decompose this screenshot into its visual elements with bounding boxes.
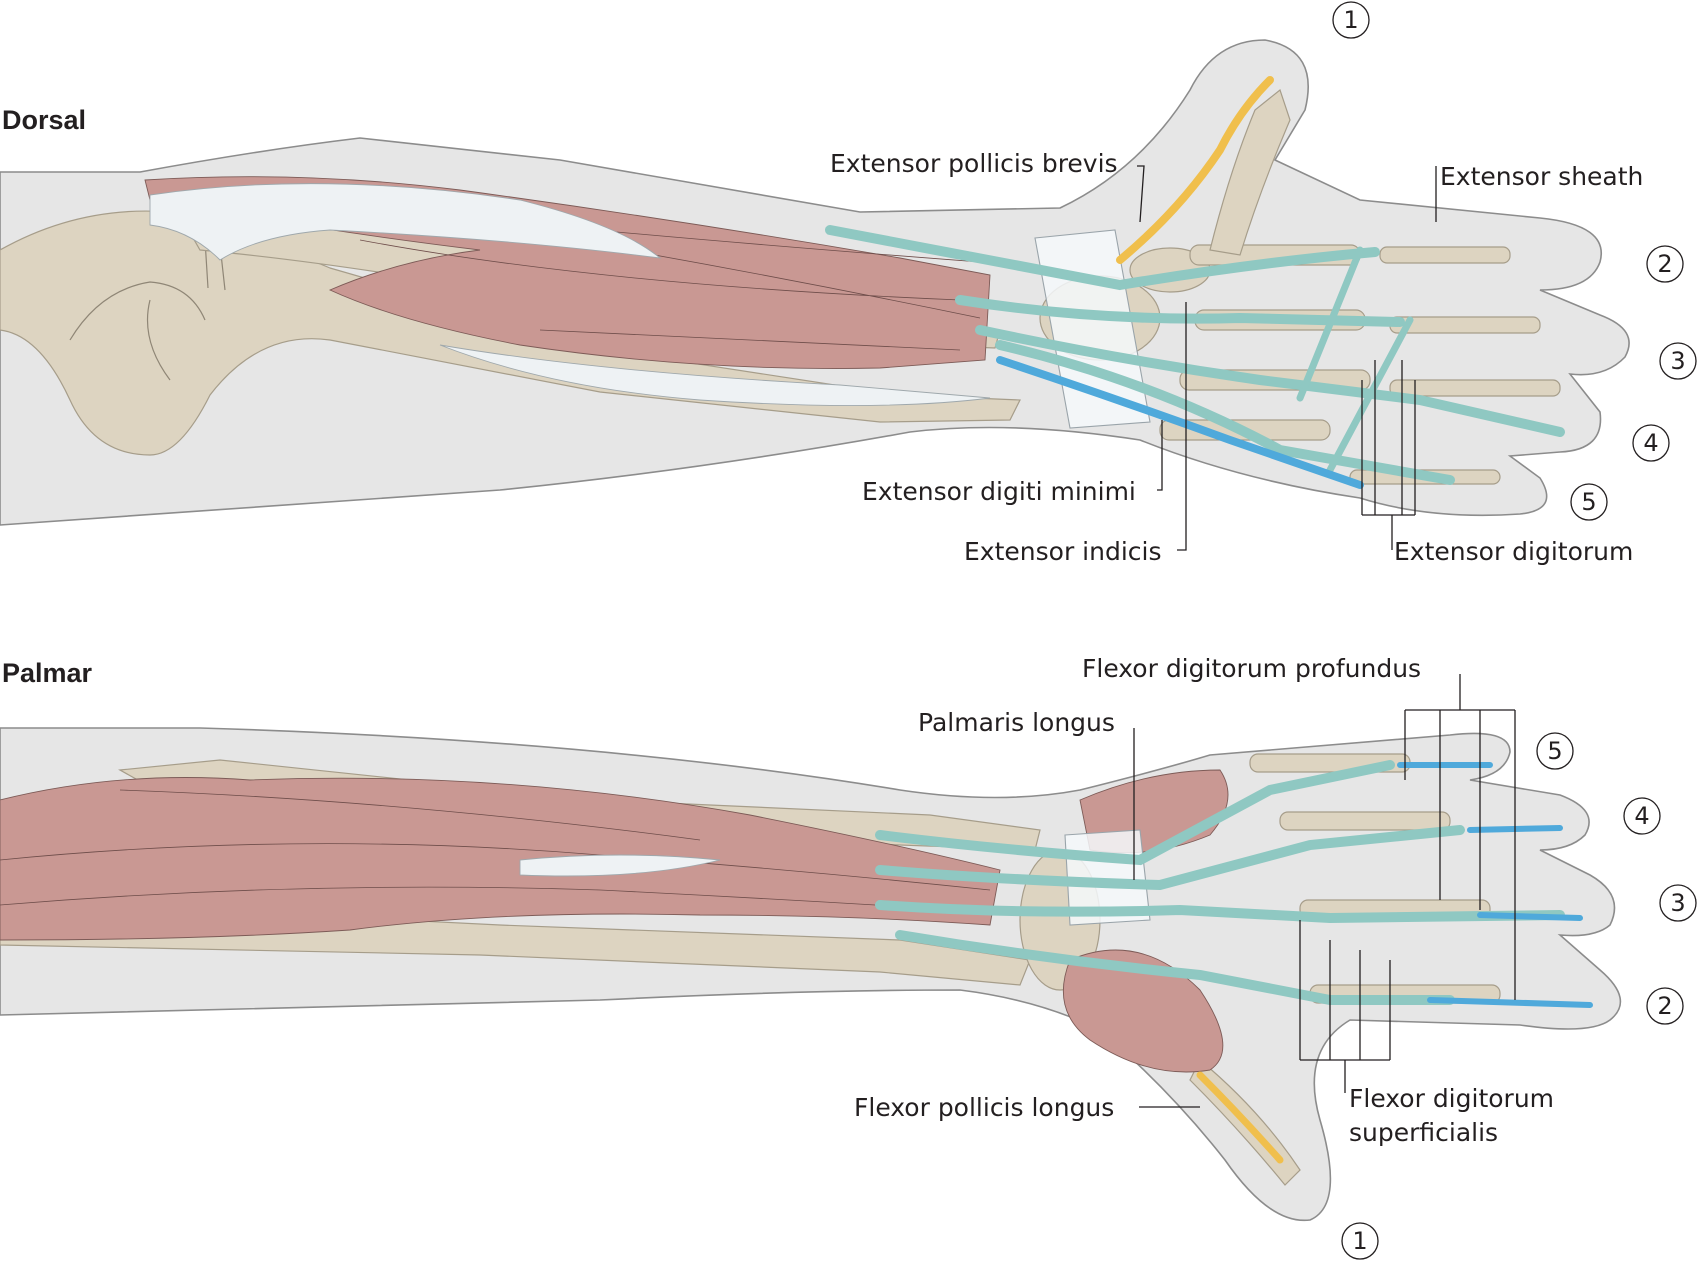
dorsal-digit-3-marker: 3 [1659, 342, 1697, 380]
svg-text:1: 1 [1343, 6, 1358, 34]
svg-text:5: 5 [1547, 737, 1562, 765]
palmar-title: Palmar [2, 658, 93, 688]
palmar-digit-5-marker: 5 [1536, 732, 1574, 770]
dorsal-digit-1-marker: 1 [1332, 1, 1370, 39]
svg-text:1: 1 [1352, 1227, 1367, 1255]
dorsal-digit-2-marker: 2 [1646, 245, 1684, 283]
svg-text:3: 3 [1670, 347, 1685, 375]
palmar-leader-lines [1133, 674, 1516, 1108]
palmar-digit-1-marker: 1 [1341, 1222, 1379, 1260]
palmar-flexor-muscle-mass [0, 777, 1001, 941]
label-extensor-pollicis-brevis: Extensor pollicis brevis [830, 149, 1118, 178]
palmar-panel: Palmar [0, 654, 1697, 1260]
palmar-fascia-band [519, 854, 721, 877]
label-extensor-digitorum: Extensor digitorum [1394, 537, 1633, 566]
label-extensor-indicis: Extensor indicis [964, 537, 1162, 566]
svg-text:5: 5 [1581, 488, 1596, 516]
label-flexor-digitorum-superficialis-line1: Flexor digitorum [1349, 1084, 1554, 1113]
palmar-tendons [875, 760, 1593, 1164]
palmar-digit-2-marker: 2 [1646, 987, 1684, 1025]
svg-text:2: 2 [1657, 992, 1672, 1020]
palmar-thenar-muscles [1062, 949, 1224, 1073]
palmar-muscle-fiber-lines [0, 789, 991, 913]
dorsal-elbow-contour [69, 239, 226, 381]
svg-text:3: 3 [1670, 889, 1685, 917]
svg-text:4: 4 [1634, 802, 1649, 830]
label-extensor-digiti-minimi: Extensor digiti minimi [862, 477, 1136, 506]
dorsal-fascia-lower [439, 344, 991, 406]
dorsal-title: Dorsal [2, 105, 86, 135]
label-flexor-digitorum-profundus: Flexor digitorum profundus [1082, 654, 1421, 683]
dorsal-leader-lines [1137, 165, 1437, 551]
palmar-digit-4-marker: 4 [1623, 797, 1661, 835]
palmar-digit-3-marker: 3 [1659, 884, 1697, 922]
dorsal-tendons [825, 76, 1565, 489]
dorsal-muscle-fiber-lines [299, 199, 981, 351]
dorsal-fascia-band [149, 183, 662, 261]
dorsal-digit-4-marker: 4 [1632, 424, 1670, 462]
label-extensor-sheath: Extensor sheath [1440, 162, 1643, 191]
svg-text:4: 4 [1643, 429, 1658, 457]
svg-text:2: 2 [1657, 250, 1672, 278]
dorsal-panel: Dorsal [0, 1, 1697, 566]
label-flexor-digitorum-superficialis-line2: superficialis [1349, 1118, 1498, 1147]
label-palmaris-longus: Palmaris longus [918, 708, 1115, 737]
dorsal-digit-5-marker: 5 [1570, 483, 1608, 521]
label-flexor-pollicis-longus: Flexor pollicis longus [854, 1093, 1114, 1122]
